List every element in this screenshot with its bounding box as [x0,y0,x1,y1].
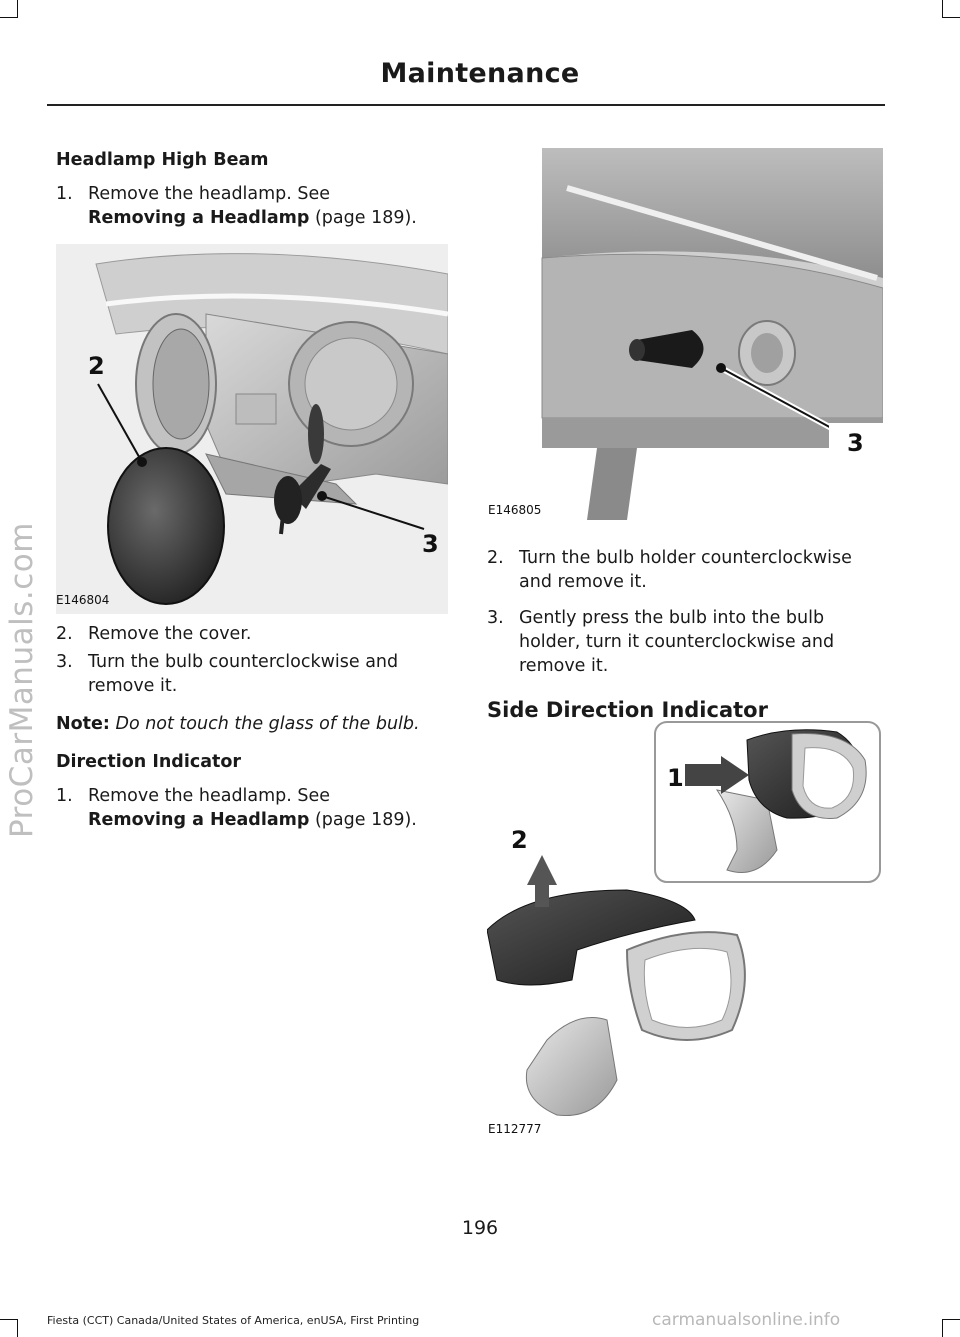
callout-label: 2 [511,826,528,854]
crop-mark [17,0,18,18]
footer-edition: Fiesta (CCT) Canada/United States of Ame… [47,1314,420,1327]
callout-label: 2 [88,352,105,380]
step-text: Gently press the bulb into the bulb hold… [519,608,835,676]
headlamp-illustration: 2 3 [56,244,449,614]
header-divider [47,104,885,106]
page-reference: (page 189). [309,810,417,830]
figure-code: E146805 [488,503,542,517]
crop-mark [0,17,18,18]
step-number: 3. [487,608,504,628]
step-number: 3. [56,652,73,672]
list-item: 2. Remove the cover. [56,622,441,646]
step-text: Remove the cover. [88,624,252,644]
crop-mark [942,17,960,18]
crop-mark [942,1319,960,1320]
crop-mark [0,1319,18,1320]
note-label: Note: [56,714,110,734]
cross-reference-link[interactable]: Removing a Headlamp [88,810,310,830]
page-title: Maintenance [380,58,580,89]
figure-code: E146804 [56,593,110,607]
step-number: 2. [487,548,504,568]
step-number: 1. [56,786,73,806]
step-text: Turn the bulb counterclockwise and remov… [88,652,399,696]
step-text: Turn the bulb holder counterclockwise an… [519,548,852,592]
page-reference: (page 189). [309,208,417,228]
cross-reference-link[interactable]: Removing a Headlamp [88,208,310,228]
left-column-top: Headlamp High Beam 1. Remove the headlam… [56,148,441,230]
step-text: Remove the headlamp. See [88,786,331,806]
list-item: 1. Remove the headlamp. See Removing a H… [56,182,441,230]
side-mirror-figure: 1 2 E112777 [486,720,883,1136]
headlamp-high-beam-figure: 2 3 E146804 [56,244,449,614]
note-text: Do not touch the glass of the bulb. [109,714,420,734]
bulb-holder-illustration: 3 [541,148,884,520]
step-number: 2. [56,624,73,644]
list-item: 3. Gently press the bulb into the bulb h… [487,606,887,678]
left-column-bottom: 2. Remove the cover. 3. Turn the bulb co… [56,622,441,832]
figure-code: E112777 [488,1122,542,1136]
footer-site-watermark: carmanualsonline.info [652,1310,841,1330]
note: Note: Do not touch the glass of the bulb… [56,712,441,736]
right-column-text: 2. Turn the bulb holder counterclockwise… [487,546,887,722]
section-heading-direction-indicator: Direction Indicator [56,752,242,772]
crop-mark [942,0,943,18]
list-item: 1. Remove the headlamp. See Removing a H… [56,784,441,832]
page-number: 196 [461,1217,499,1239]
bulb-holder-figure: 3 E146805 [487,148,884,520]
section-heading-side-direction-indicator: Side Direction Indicator [487,698,768,722]
callout-label: 3 [422,530,439,558]
callout-label: 3 [847,429,864,457]
callout-label: 1 [667,764,684,792]
list-item: 2. Turn the bulb holder counterclockwise… [487,546,887,594]
watermark: ProCarManuals.com [4,522,40,838]
list-item: 3. Turn the bulb counterclockwise and re… [56,650,441,698]
crop-mark [942,1319,943,1337]
step-number: 1. [56,184,73,204]
step-text: Remove the headlamp. See [88,184,331,204]
section-heading-high-beam: Headlamp High Beam [56,150,269,170]
crop-mark [17,1319,18,1337]
side-mirror-illustration: 1 2 [486,721,881,1117]
